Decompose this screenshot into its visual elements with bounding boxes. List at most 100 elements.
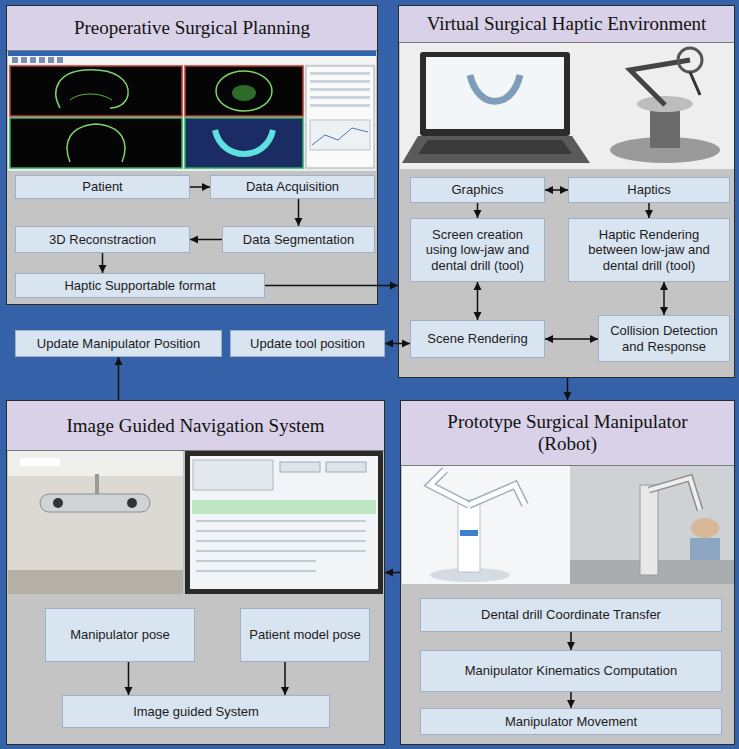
process-box: Dental drill Coordinate Transfer	[420, 598, 722, 632]
arrowhead	[115, 357, 123, 365]
ct-screenshot	[312, 128, 368, 145]
process-box: Manipulator pose	[45, 608, 195, 662]
arrowhead	[99, 265, 107, 273]
process-box: Haptic Rendering between low-jaw and den…	[568, 218, 730, 282]
laptop-and-haptic-device	[400, 43, 734, 169]
connector	[660, 282, 668, 315]
laptop-and-haptic-device	[690, 72, 700, 95]
navigation-photos	[40, 494, 150, 512]
navigation-photos	[8, 451, 183, 476]
process-box: Manipulator Movement	[420, 708, 722, 735]
ct-screenshot	[70, 94, 112, 100]
arrowhead	[474, 312, 482, 320]
box-text: Data Segmentation	[243, 232, 354, 248]
arrowhead	[567, 700, 575, 708]
process-box: Haptics	[568, 177, 730, 203]
process-box: Graphics	[410, 177, 545, 203]
ct-screenshot	[48, 57, 54, 63]
process-box: Data Acquisition	[210, 175, 375, 199]
ct-screenshot	[56, 70, 128, 108]
connector-line	[265, 285, 398, 287]
box-text: Manipulator Movement	[505, 714, 637, 730]
connector-line	[385, 572, 400, 574]
ct-screenshot	[310, 120, 370, 150]
connector-line	[284, 662, 286, 695]
connector-line	[102, 253, 104, 273]
box-text: Image guided System	[133, 704, 259, 720]
navigation-photos	[8, 570, 183, 594]
panel-title: Image Guided Navigation System	[7, 401, 384, 451]
ct-screenshot	[215, 130, 273, 154]
connector	[99, 253, 107, 273]
laptop-and-haptic-device	[630, 60, 690, 105]
box-text: Patient model pose	[249, 627, 360, 643]
arrowhead	[560, 186, 568, 194]
robot-pictures	[402, 466, 734, 584]
ct-screenshot	[10, 66, 182, 116]
ct-screenshot	[12, 57, 18, 63]
robot-pictures	[469, 485, 525, 505]
process-box: Patient model pose	[240, 608, 370, 662]
connector-line	[648, 203, 650, 218]
ct-screenshot	[310, 80, 370, 83]
process-box: Patient	[15, 175, 190, 199]
robot-pictures	[430, 470, 469, 505]
box-text: Scene Rendering	[427, 331, 527, 347]
laptop-and-haptic-device	[650, 100, 680, 148]
navigation-photos	[196, 530, 366, 532]
connector-line	[545, 338, 598, 340]
robot-pictures	[640, 485, 658, 575]
box-text: Manipulator pose	[70, 627, 170, 643]
arrowhead	[660, 282, 668, 290]
arrowhead	[567, 642, 575, 650]
ct-screenshot	[8, 51, 376, 56]
navigation-photos	[326, 462, 366, 472]
ct-screenshot	[67, 124, 125, 162]
panel-title: Virtual Surgical Haptic Environment	[399, 6, 734, 43]
connector	[295, 199, 303, 226]
arrowhead	[295, 218, 303, 226]
arrowhead	[281, 687, 289, 695]
robot-pictures	[458, 500, 480, 572]
arrowhead	[390, 282, 398, 290]
ct-screenshot	[306, 66, 374, 168]
arrowhead	[385, 340, 393, 348]
navigation-photos	[190, 456, 378, 589]
process-box: Update Manipulator Position	[15, 330, 222, 357]
robot-pictures	[570, 560, 734, 584]
navigation-photos	[196, 540, 366, 542]
panel: Prototype Surgical Manipulator (Robot) De…	[400, 400, 735, 745]
arrowhead	[474, 210, 482, 218]
connector	[190, 183, 210, 191]
ct-screenshot	[8, 56, 376, 64]
laptop-and-haptic-device	[678, 48, 702, 72]
navigation-photos	[196, 570, 316, 572]
connector	[190, 236, 222, 244]
laptop-and-haptic-device	[418, 140, 572, 154]
ct-screenshot	[8, 51, 376, 171]
ct-screenshot	[232, 85, 256, 101]
connector-line	[570, 632, 572, 650]
connector-line	[118, 357, 120, 400]
robot-pictures	[460, 530, 478, 536]
box-text: Data Acquisition	[246, 179, 339, 195]
box-text: Collision Detection and Response	[605, 323, 723, 354]
connector-line	[128, 662, 130, 695]
navigation-photos	[8, 451, 183, 594]
ct-screenshot	[21, 57, 27, 63]
connector-line	[298, 199, 300, 226]
panel-title: Prototype Surgical Manipulator (Robot)	[401, 401, 734, 466]
ct-screenshot	[310, 72, 370, 75]
navigation-photos	[95, 474, 99, 496]
connector	[281, 662, 289, 695]
ct-screenshot	[30, 57, 36, 63]
robot-pictures	[402, 466, 734, 584]
ct-screenshot	[57, 57, 63, 63]
connector	[125, 662, 133, 695]
connector	[265, 282, 398, 290]
laptop-and-haptic-device	[402, 136, 590, 163]
connector-line	[190, 186, 210, 188]
ct-screenshot	[185, 118, 303, 168]
connector-line	[190, 239, 222, 241]
